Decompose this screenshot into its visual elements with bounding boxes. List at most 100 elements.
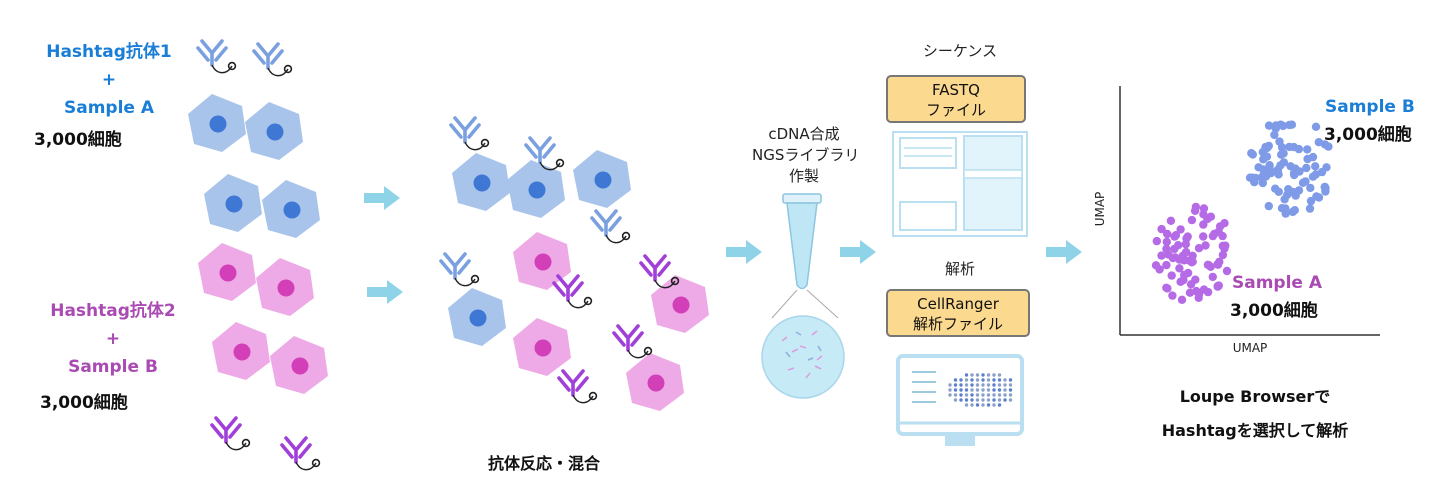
heatmap-dot — [981, 398, 985, 402]
cellranger-line-2: 解析ファイル — [912, 315, 1003, 333]
heatmap-dot — [970, 393, 974, 397]
scatter-point — [1201, 241, 1210, 250]
scatter-point — [1277, 150, 1286, 159]
scatter-point — [1181, 240, 1191, 249]
cell-pink-2 — [256, 258, 314, 316]
result-line-1: Loupe Browserで — [1179, 387, 1331, 406]
heatmap-dot — [953, 398, 958, 402]
heatmap-dot — [986, 383, 991, 387]
heatmap-dot — [981, 373, 985, 377]
heatmap-dot — [959, 383, 963, 387]
scatter-point — [1203, 214, 1212, 224]
scatter-point — [1185, 288, 1195, 297]
scatter-point — [1179, 275, 1188, 285]
heatmap-dot — [964, 383, 969, 387]
heatmap-dot — [981, 393, 985, 397]
heatmap-dot — [953, 383, 958, 387]
heatmap-dot — [970, 403, 974, 407]
sample-tube-icon — [761, 193, 845, 399]
heatmap-dot — [1008, 383, 1013, 387]
heatmap-dot — [1008, 398, 1013, 402]
fastq-line-1: FASTQ — [931, 81, 980, 99]
umap-x-label: UMAP — [1232, 341, 1268, 355]
antibody-blue-top-1 — [196, 39, 238, 75]
cluster-b-name: Sample B — [1325, 97, 1415, 117]
heatmap-dot — [964, 398, 969, 402]
scatter-point — [1194, 244, 1204, 253]
heatmap-dot — [959, 398, 963, 402]
scatter-point — [1285, 120, 1294, 130]
heatmap-dot — [970, 383, 974, 387]
antibody-blue-top-2 — [252, 42, 294, 78]
heatmap-dot — [959, 378, 963, 382]
heatmap-dot — [992, 398, 996, 402]
scatter-point — [1264, 201, 1274, 211]
heatmap-dot — [970, 398, 974, 402]
scatter-point — [1317, 167, 1327, 177]
scatter-point — [1289, 142, 1299, 152]
heatmap-dot — [986, 378, 991, 382]
scatter-point — [1166, 216, 1176, 225]
scatter-point — [1162, 237, 1172, 247]
arrow-right-icon — [367, 280, 403, 304]
scatter-point — [1247, 149, 1256, 158]
scatter-point — [1308, 172, 1318, 181]
hashtag-antibody-1-label: Hashtag抗体1 — [46, 42, 172, 62]
scatter-point — [1171, 231, 1181, 240]
analysis-title: 解析 — [944, 260, 975, 278]
scatter-point — [1208, 272, 1218, 282]
scatter-point — [1157, 251, 1166, 260]
scatter-point — [1163, 229, 1172, 239]
scatter-point — [1308, 152, 1318, 162]
heatmap-dot — [986, 398, 991, 402]
scatter-point — [1174, 241, 1183, 250]
arrow-right-icon — [840, 240, 876, 264]
fastq-line-2: ファイル — [925, 101, 986, 119]
heatmap-dot — [992, 388, 996, 392]
sample-b-name: Sample B — [68, 357, 158, 377]
scatter-point — [1157, 224, 1166, 234]
mix-caption: 抗体反応・混合 — [488, 454, 601, 473]
heatmap-dot — [970, 378, 974, 382]
heatmap-dot — [1008, 393, 1013, 397]
cell-pink-1 — [198, 243, 256, 301]
scatter-point — [1163, 284, 1172, 293]
heatmap-dot — [1003, 378, 1007, 382]
sample-a-label-block: Hashtag抗体1 + Sample A — [24, 38, 194, 122]
scatter-point — [1213, 281, 1223, 291]
scatter-point — [1302, 163, 1311, 173]
scatter-point — [1261, 172, 1271, 181]
heatmap-dot — [997, 393, 1002, 397]
heatmap-dot — [948, 393, 952, 397]
scatter-point — [1305, 204, 1315, 213]
scatter-point — [1162, 244, 1171, 253]
scatter-point — [1259, 165, 1268, 174]
scatter-point — [1187, 215, 1197, 225]
scatter-point — [1199, 232, 1208, 241]
heatmap-dot — [975, 388, 980, 392]
cluster-sample-b — [1245, 120, 1333, 218]
analysis-monitor-icon — [896, 354, 1024, 446]
scatter-point — [1167, 271, 1176, 280]
scatter-point — [1261, 142, 1270, 152]
scatter-point — [1275, 137, 1284, 146]
library-line-2: NGSライブラリ — [752, 146, 860, 164]
heatmap-dot — [997, 398, 1002, 402]
result-caption: Loupe Browserで Hashtagを選択して解析 — [1130, 380, 1380, 448]
scatter-point — [1183, 232, 1192, 241]
scatter-point — [1306, 183, 1315, 193]
scatter-point — [1259, 155, 1268, 164]
heatmap-dot — [992, 403, 996, 407]
heatmap-dot — [992, 383, 996, 387]
sample-a-name: Sample A — [63, 98, 155, 118]
hashtag-antibody-2-label: Hashtag抗体2 — [50, 301, 176, 321]
cell-blue-1 — [188, 94, 246, 152]
heatmap-dot — [948, 388, 952, 392]
heatmap-dot — [964, 403, 969, 407]
umap-plot — [1119, 86, 1380, 336]
fastq-file-box: FASTQ ファイル — [886, 75, 1026, 123]
scatter-point — [1176, 225, 1185, 234]
heatmap-dot — [997, 388, 1002, 392]
heatmap-dot — [953, 378, 958, 382]
